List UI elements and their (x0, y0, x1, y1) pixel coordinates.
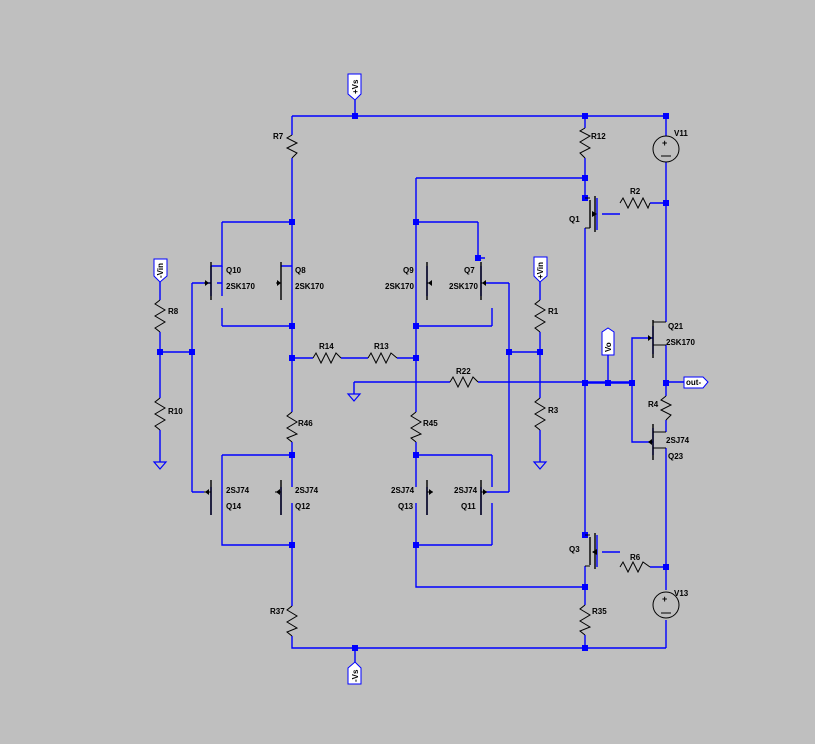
resistor-r13: R13 (367, 342, 398, 365)
svg-text:R46: R46 (298, 419, 313, 428)
svg-text:+Vin: +Vin (536, 262, 545, 279)
svg-text:2SK170: 2SK170 (226, 282, 255, 291)
resistor-r14: R14 (312, 342, 342, 365)
resistor-r1: R1 (534, 299, 559, 333)
svg-text:R35: R35 (592, 607, 607, 616)
resistor-r46: R46 (286, 411, 313, 443)
mosfet-q1: Q1 (569, 196, 597, 232)
svg-text:R2: R2 (630, 187, 641, 196)
jfet-q14: 2SJ74 Q14 (204, 480, 250, 515)
resistor-r2: R2 (619, 187, 651, 210)
mosfet-q3: Q3 (569, 533, 597, 569)
svg-text:R7: R7 (273, 132, 284, 141)
svg-text:2SK170: 2SK170 (666, 338, 695, 347)
net-flag-in-pos: +Vin (533, 256, 548, 283)
resistor-r37: R37 (270, 605, 299, 637)
svg-text:Vo: Vo (604, 342, 613, 352)
svg-text:Q12: Q12 (295, 502, 311, 511)
svg-text:Q1: Q1 (569, 215, 580, 224)
resistor-r6: R6 (619, 553, 651, 574)
svg-text:2SK170: 2SK170 (449, 282, 478, 291)
voltage-source-v11: + V11 (652, 129, 688, 163)
svg-text:Q7: Q7 (464, 266, 475, 275)
svg-text:2SK170: 2SK170 (295, 282, 324, 291)
jfet-q13: 2SJ74 Q13 (391, 480, 433, 515)
svg-text:2SJ74: 2SJ74 (226, 486, 250, 495)
svg-text:2SJ74: 2SJ74 (391, 486, 415, 495)
net-flag-vo: Vo (601, 327, 615, 356)
svg-text:R37: R37 (270, 607, 285, 616)
svg-text:Q8: Q8 (295, 266, 306, 275)
svg-text:R8: R8 (168, 307, 179, 316)
svg-text:Q14: Q14 (226, 502, 242, 511)
svg-text:2SJ74: 2SJ74 (295, 486, 319, 495)
jfet-q7: Q7 2SK170 (449, 262, 486, 300)
jfet-q8: Q8 2SK170 (276, 262, 324, 300)
svg-text:Q13: Q13 (398, 502, 414, 511)
jfet-q11: 2SJ74 Q11 (454, 480, 487, 515)
svg-text:R12: R12 (591, 132, 606, 141)
svg-text:R1: R1 (548, 307, 559, 316)
svg-text:2SJ74: 2SJ74 (666, 436, 690, 445)
svg-text:R14: R14 (319, 342, 334, 351)
net-flag-in-neg: -Vin (153, 258, 168, 283)
svg-text:R4: R4 (648, 400, 659, 409)
ground-symbol (152, 393, 548, 470)
svg-text:V13: V13 (674, 589, 689, 598)
svg-text:+Vs: +Vs (351, 79, 360, 94)
svg-text:Q11: Q11 (461, 502, 476, 511)
resistor-r35: R35 (579, 604, 607, 636)
net-flag-pos-supply: +Vs (347, 73, 362, 101)
net-flag-output: out- (683, 376, 709, 389)
svg-text:Q23: Q23 (668, 452, 684, 461)
resistor-r10: R10 (154, 397, 183, 431)
jfet-q23: 2SJ74 Q23 (648, 424, 690, 461)
svg-text:Q9: Q9 (403, 266, 414, 275)
svg-text:Q3: Q3 (569, 545, 580, 554)
svg-text:+: + (662, 594, 667, 604)
svg-text:-Vs: -Vs (351, 669, 360, 682)
jfet-q21: Q21 2SK170 (648, 320, 695, 358)
svg-text:-Vin: -Vin (156, 263, 165, 278)
svg-text:Q10: Q10 (226, 266, 242, 275)
voltage-source-v13: + V13 (652, 589, 689, 619)
svg-text:R22: R22 (456, 367, 471, 376)
svg-text:2SJ74: 2SJ74 (454, 486, 478, 495)
resistor-r8: R8 (154, 299, 179, 333)
resistor-r3: R3 (534, 397, 559, 431)
jfet-q10: Q10 2SK170 (204, 262, 255, 300)
svg-text:+: + (662, 138, 667, 148)
svg-text:2SK170: 2SK170 (385, 282, 414, 291)
jfet-q12: 2SJ74 Q12 (275, 480, 319, 515)
svg-text:R3: R3 (548, 406, 559, 415)
jfet-q9: Q9 2SK170 (385, 262, 432, 300)
resistor-r12: R12 (578, 127, 606, 159)
resistor-r4: R4 (648, 395, 673, 421)
svg-text:R13: R13 (374, 342, 389, 351)
svg-text:Q21: Q21 (668, 322, 684, 331)
svg-text:R6: R6 (630, 553, 641, 562)
svg-text:R10: R10 (168, 407, 183, 416)
resistor-r45: R45 (410, 411, 438, 443)
svg-text:R45: R45 (423, 419, 438, 428)
svg-text:V11: V11 (674, 129, 688, 138)
resistor-r22: R22 (449, 367, 479, 389)
resistor-r7: R7 (273, 132, 299, 159)
svg-text:out-: out- (686, 378, 701, 387)
net-flag-neg-supply: -Vs (347, 661, 362, 685)
